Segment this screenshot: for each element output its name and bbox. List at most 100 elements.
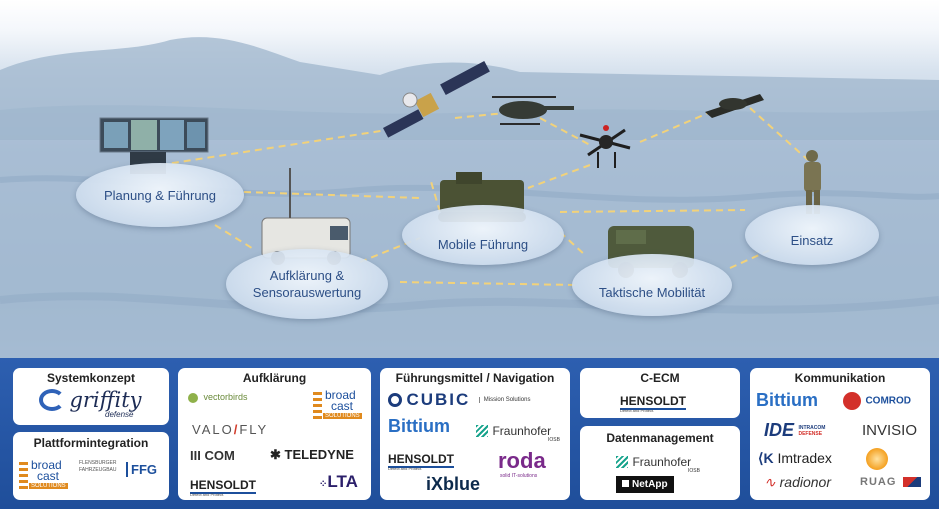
broadcast-dots-icon: [19, 462, 28, 490]
node-planung-fuehrung: Planung & Führung: [76, 163, 244, 227]
node-aufklaerung-label-line2: Sensorauswertung: [252, 285, 362, 300]
panel-plattformintegration: Plattformintegration broad cast SOLUTION…: [13, 432, 169, 500]
helicopter-icon: [492, 96, 574, 125]
iiicom-logo: III COM: [190, 448, 235, 463]
imtradex-wordmark: Imtradex: [777, 450, 832, 466]
intracom-line1: INTRACOM: [798, 424, 826, 431]
hensoldt-tagline: Detect and Protect.: [620, 408, 655, 413]
griffity-swoosh-icon: [39, 389, 65, 411]
broadcast-word3: SOLUTIONS: [29, 483, 68, 489]
node-aufklaerung-label-line1: Aufklärung &: [269, 268, 345, 283]
teledyne-logo: ✱ TELEDYNE: [270, 447, 354, 463]
griffity-wordmark: griffity: [69, 388, 142, 412]
fraunhofer-logo: Fraunhofer IOSB: [616, 453, 700, 474]
broadcast-word3: SOLUTIONS: [323, 413, 362, 419]
flensburger-line2: FAHRZEUGBAU: [79, 467, 117, 473]
lta-logo: ⁘LTA: [319, 472, 358, 492]
hensoldt-tagline: Detect and Protect.: [190, 492, 225, 497]
roda-wordmark: roda: [498, 448, 546, 473]
fraunhofer-iosb: IOSB: [688, 468, 700, 474]
node-einsatz-label: Einsatz: [790, 232, 834, 248]
panel-title: Plattformintegration: [33, 436, 149, 450]
imtradex-k-icon: ⟨K: [758, 450, 774, 466]
roda-tagline: solid IT-solutions: [500, 473, 538, 479]
cubic-symbol-icon: [388, 393, 402, 407]
fraunhofer-wordmark: Fraunhofer: [632, 454, 692, 469]
flensburger-line1: FLENSBURGER: [79, 460, 117, 466]
cubic-logo: CUBIC Mission Solutions: [388, 390, 531, 410]
node-einsatz: Einsatz: [745, 205, 879, 265]
teledyne-wordmark: TELEDYNE: [284, 447, 354, 462]
panel-title: Systemkonzept: [46, 371, 136, 385]
netapp-square-icon: [622, 480, 629, 487]
valofly-logo: VALO/FLY: [192, 422, 268, 437]
comrod-wordmark: COMROD: [865, 395, 912, 407]
panel-systemkonzept: Systemkonzept griffity defense: [13, 368, 169, 425]
valofly-slash-icon: /: [233, 422, 240, 437]
vectorbirds-wordmark: vectorbirds: [203, 392, 248, 402]
node-planung-label: Planung & Führung: [103, 187, 217, 203]
fraunhofer-wordmark: Fraunhofer: [492, 423, 552, 438]
broadcast-word2: cast: [37, 469, 60, 483]
griffity-sub: defense: [105, 410, 134, 419]
intracom-line2: DEFENSE: [798, 430, 823, 437]
intracom-block: INTRACOM DEFENSE: [798, 425, 825, 437]
cubic-wordmark: CUBIC: [406, 390, 471, 409]
satellite-icon: [382, 60, 490, 138]
uav-icon: [705, 94, 764, 118]
panel-fuehrungsmittel-navigation: Führungsmittel / Navigation CUBIC Missio…: [380, 368, 570, 500]
broadcast-dots-icon: [313, 392, 322, 420]
flensburger-logo: FLENSBURGER FAHRZEUGBAU: [79, 460, 123, 474]
node-taktisch-label: Taktische Mobilität: [598, 284, 706, 300]
bittium-wordmark: Bittium: [756, 390, 818, 410]
fraunhofer-iosb: IOSB: [548, 437, 560, 443]
command-station-icon: [99, 117, 209, 174]
invisio-wordmark: INVISIO: [862, 422, 918, 439]
lta-wordmark: LTA: [327, 472, 358, 491]
radionor-logo: ∿ radionor: [764, 474, 831, 491]
ide-wordmark: IDE: [764, 420, 795, 440]
hensoldt-wordmark: HENSOLDT: [190, 478, 256, 494]
comrod-logo: COMROD: [843, 392, 911, 410]
ixblue-logo: iXblue: [426, 474, 480, 495]
ruag-wordmark: RUAG: [860, 476, 897, 488]
radionor-wordmark: radionor: [779, 474, 831, 490]
panel-aufklaerung: Aufklärung vectorbirds broad cast SOLUTI…: [178, 368, 371, 500]
panel-kommunikation: Kommunikation Bittium COMROD IDE INTRACO…: [750, 368, 930, 500]
broadcast-word1: broad: [31, 458, 62, 472]
panel-title: Aufklärung: [242, 371, 307, 385]
iiicom-wordmark: III COM: [190, 448, 235, 463]
invisio-logo: INVISIO: [862, 422, 917, 439]
ffg-logo: FFG: [126, 462, 157, 477]
bittium-logo: Bittium: [756, 390, 818, 411]
soldier-icon: [804, 150, 821, 214]
valofly-word2: FLY: [239, 422, 269, 437]
teledyne-star-icon: ✱: [270, 447, 281, 462]
roda-logo: roda solid IT-solutions: [498, 448, 546, 479]
node-mobile-label: Mobile Führung: [437, 236, 529, 252]
hensoldt-logo: HENSOLDT Detect and Protect.: [620, 392, 686, 413]
panel-title: Führungsmittel / Navigation: [395, 371, 555, 385]
hensoldt-wordmark: HENSOLDT: [620, 394, 686, 410]
imtradex-logo: ⟨K Imtradex: [758, 450, 832, 467]
hensoldt-logo: HENSOLDT Detect and Protect.: [388, 450, 454, 471]
broadcast-solutions-logo: broad cast SOLUTIONS: [19, 458, 73, 496]
orange-partner-logo: [866, 448, 888, 470]
ide-intracom-logo: IDE INTRACOM DEFENSE: [764, 420, 825, 441]
node-taktische-mobilitaet: Taktische Mobilität: [572, 254, 732, 316]
valofly-word1: VALO: [192, 422, 234, 437]
fraunhofer-stripes-icon: [616, 455, 628, 468]
hensoldt-logo: HENSOLDT Detect and Protect.: [190, 476, 256, 497]
netapp-wordmark: NetApp: [632, 479, 668, 490]
ruag-logo: RUAG: [860, 476, 922, 488]
broadcast-word2: cast: [331, 399, 354, 413]
node-aufklaerung: Aufklärung & Sensorauswertung: [226, 249, 388, 319]
broadcast-word1: broad: [325, 388, 356, 402]
bittium-logo: Bittium: [388, 416, 450, 437]
vectorbirds-logo: vectorbirds: [188, 392, 248, 403]
cubic-tagline: Mission Solutions: [478, 397, 531, 403]
lta-dots-icon: ⁘: [319, 479, 328, 490]
panel-c-ecm: C-ECM HENSOLDT Detect and Protect.: [580, 368, 740, 418]
broadcast-solutions-logo: broad cast SOLUTIONS: [313, 388, 367, 426]
